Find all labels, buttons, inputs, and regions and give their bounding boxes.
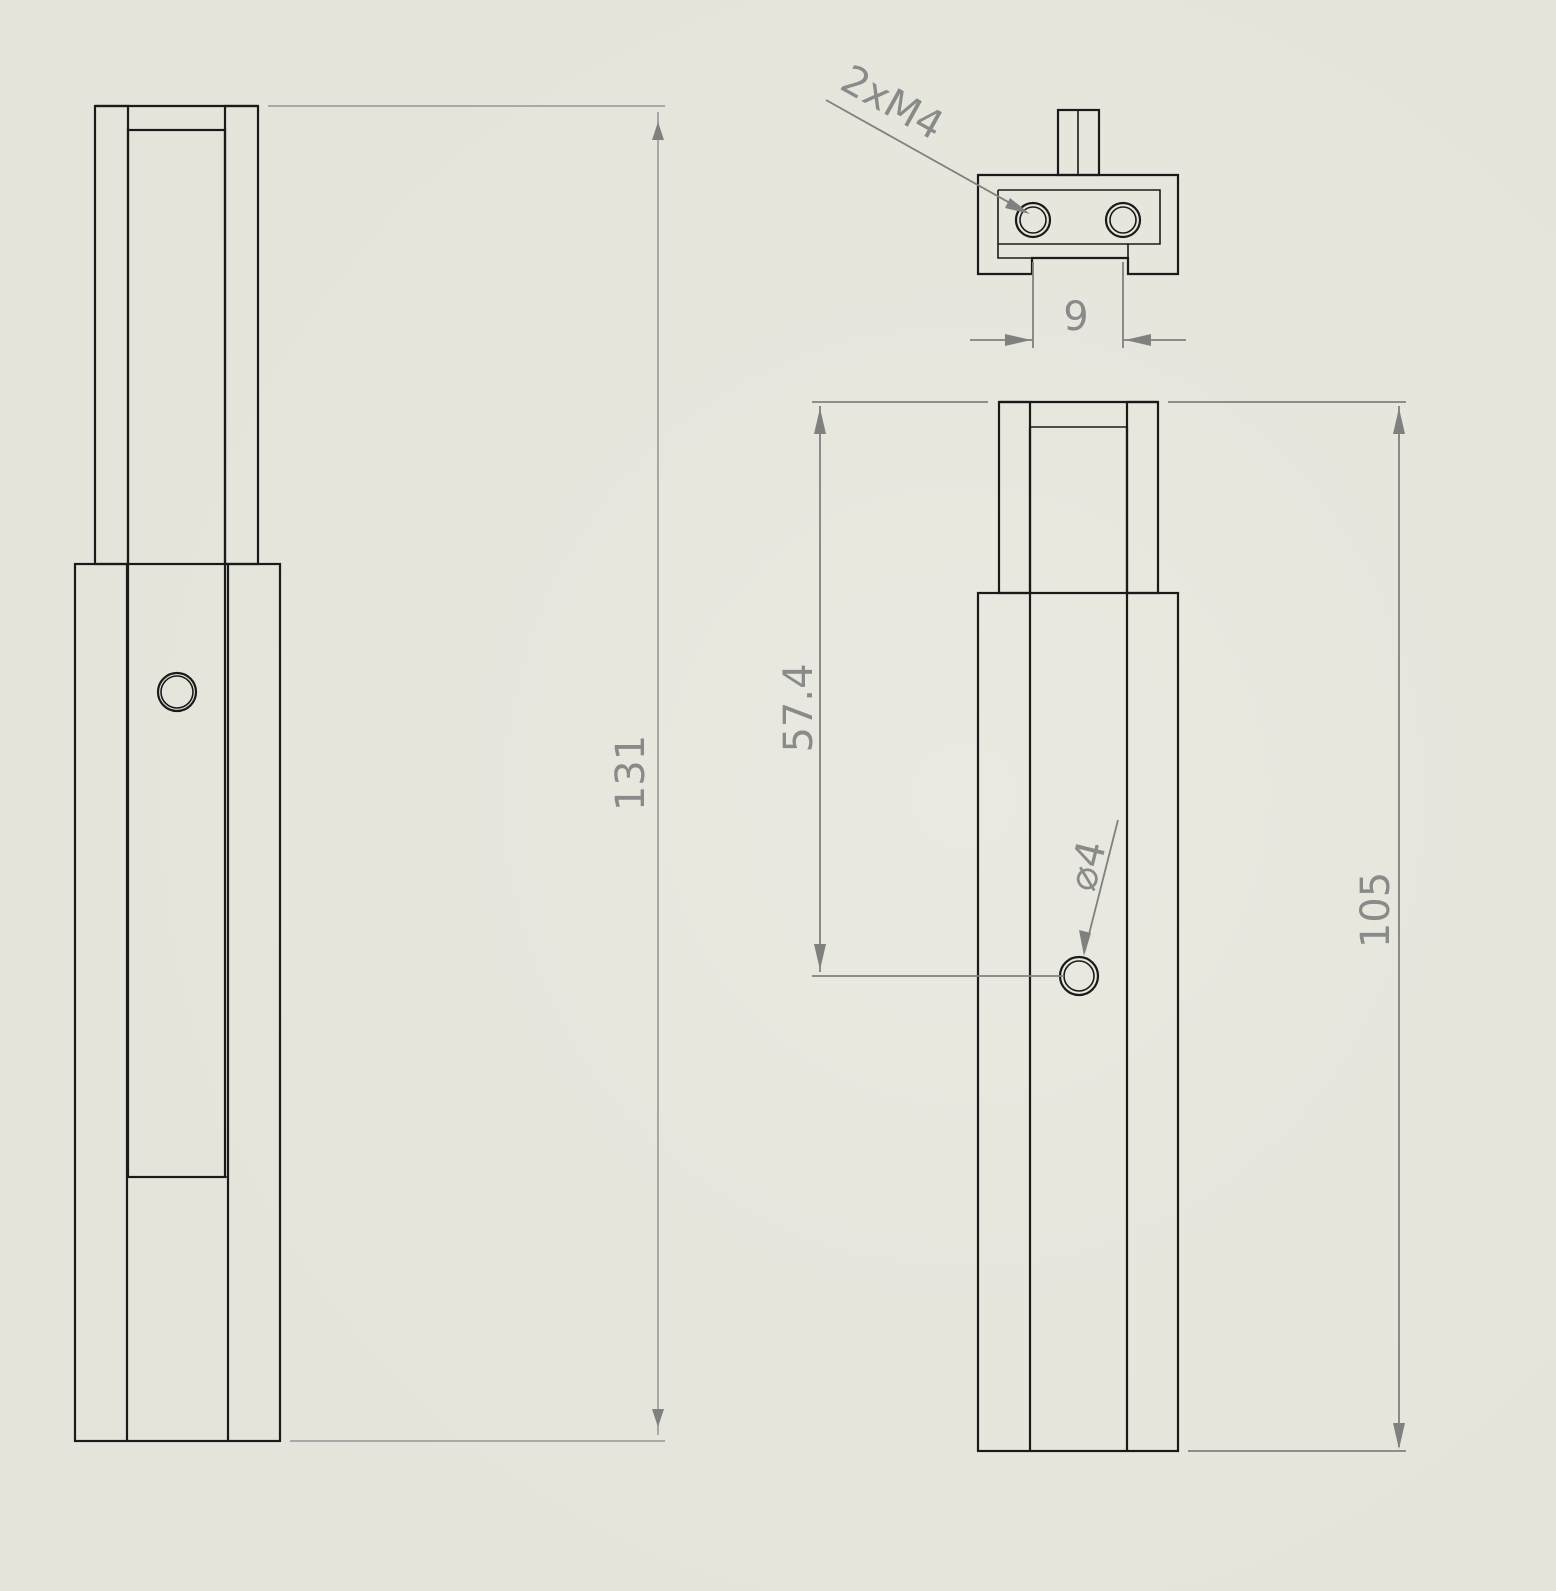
arrow-bottom [652, 1409, 664, 1427]
leader-line [825, 99, 1027, 213]
side-view [73, 104, 282, 1443]
top-view-inner-profile [998, 189, 1161, 258]
front-view [976, 400, 1180, 1453]
dimension-label-57-4: 57.4 [776, 663, 822, 752]
arrow-bottom [1393, 1423, 1405, 1449]
arrow-bottom [814, 944, 826, 970]
dimension-label-9: 9 [1063, 294, 1088, 340]
dimension-label-105: 105 [1353, 872, 1399, 948]
arrow-right [1125, 334, 1151, 346]
dimension-body-length: 105 [1168, 401, 1406, 1452]
front-view-lower-body [976, 591, 1180, 1453]
arrow-top [652, 122, 664, 140]
top-view-hole-right-outer [1104, 201, 1142, 239]
arrow-top [1393, 408, 1405, 434]
leader-arrow [1005, 198, 1030, 214]
top-view [976, 108, 1180, 276]
top-view-hole-right-inner [1109, 206, 1137, 234]
leader-arrow [1079, 930, 1091, 956]
dimension-hole-position: 57.4 [776, 401, 1064, 977]
dimension-overall-length: 131 [268, 105, 665, 1442]
arrow-top [814, 408, 826, 434]
side-view-hole-inner [160, 675, 194, 709]
side-view-hole-outer [156, 671, 198, 713]
dimension-label-131: 131 [608, 735, 654, 811]
top-view-hole-left-inner [1019, 206, 1047, 234]
side-view-lower-body [73, 562, 282, 1443]
top-view-inner-profile-left [997, 190, 1032, 259]
top-view-hole-left-outer [1014, 201, 1052, 239]
leader-line [1084, 819, 1119, 951]
dimension-hole-spacing: 9 [970, 262, 1186, 348]
arrow-left [1005, 334, 1031, 346]
